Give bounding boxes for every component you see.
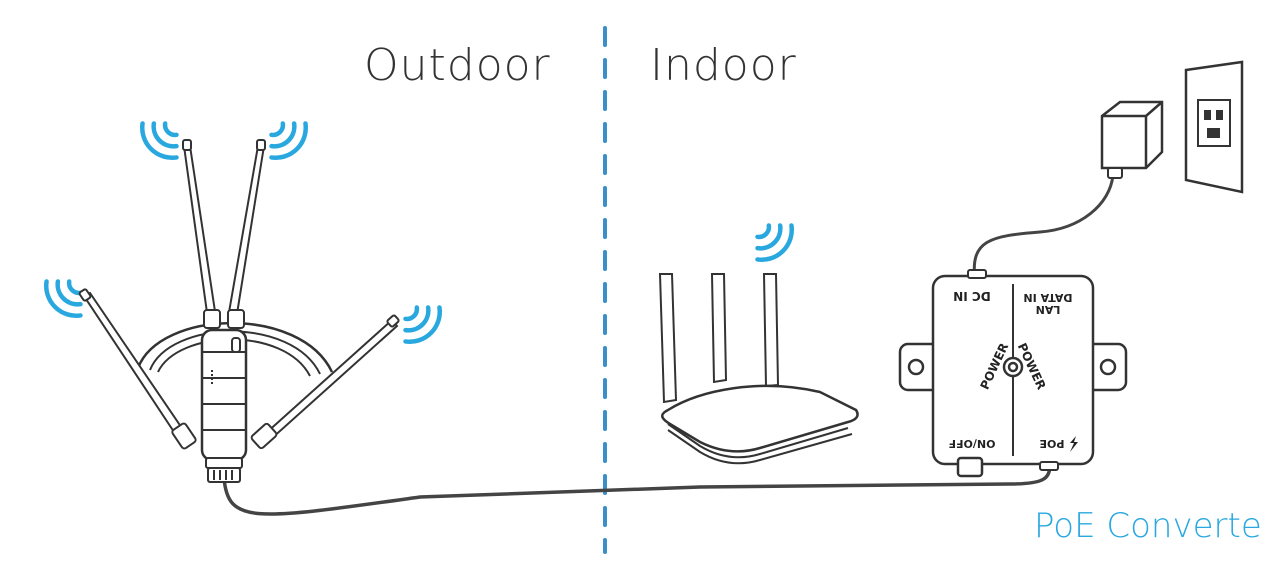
outdoor-access-point — [78, 139, 400, 483]
wifi-signal-icon — [269, 121, 309, 161]
poe-converter — [898, 269, 1128, 478]
poe-port-label: POE — [1040, 437, 1065, 450]
on-off-label: ON/OFF — [949, 437, 996, 450]
dc-in-label: DC IN — [953, 289, 990, 303]
data-in-label: DATA IN — [1023, 291, 1072, 304]
power-cable — [972, 174, 1115, 281]
power-adapter — [1100, 100, 1164, 179]
wifi-signal-icon — [139, 121, 179, 161]
indoor-label: Indoor — [650, 40, 797, 91]
wifi-signal-icon — [755, 223, 795, 263]
outdoor-label: Outdoor — [364, 40, 551, 91]
wifi-signal-icon — [403, 305, 443, 345]
lightning-icon — [1070, 436, 1078, 452]
poe-converter-label: PoE Converter — [1034, 506, 1265, 546]
wall-outlet — [1184, 60, 1244, 194]
ethernet-cable — [222, 467, 1052, 516]
indoor-router — [658, 273, 859, 465]
lan-label: LAN — [1036, 303, 1061, 316]
